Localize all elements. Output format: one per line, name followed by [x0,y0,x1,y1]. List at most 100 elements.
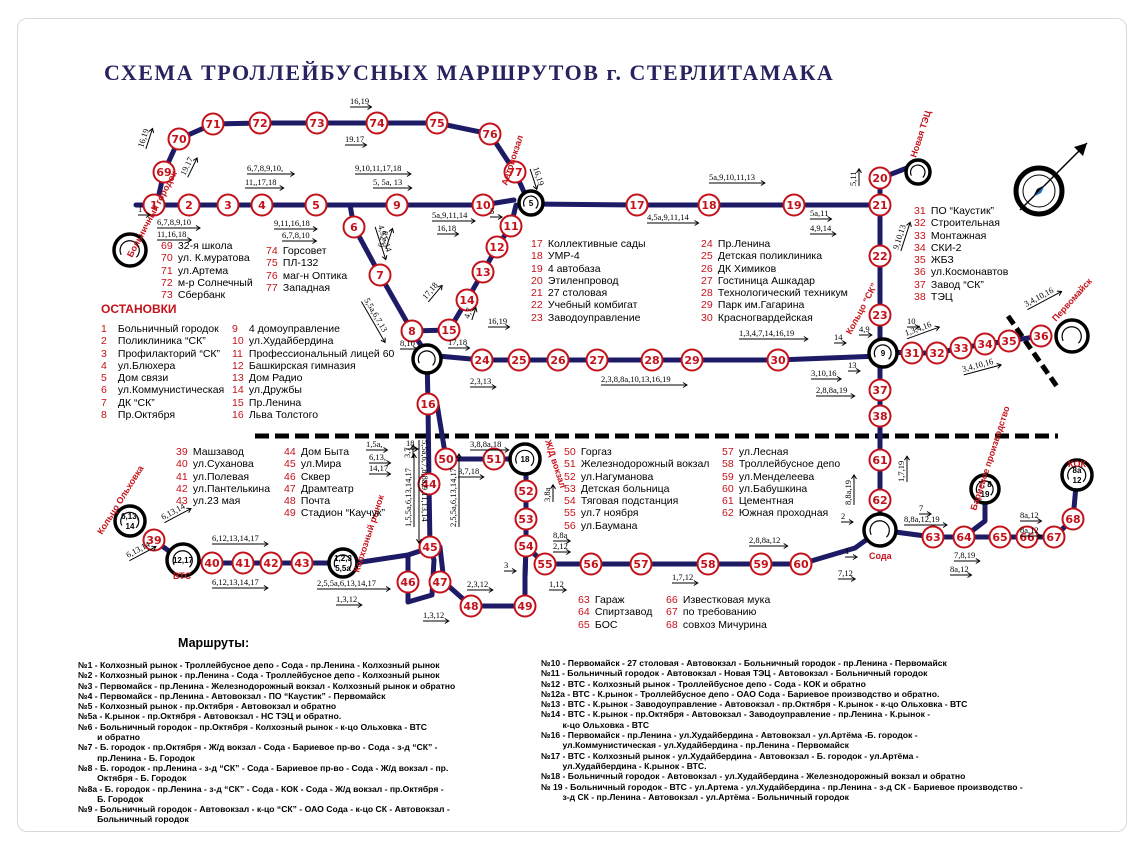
legend-item: 20 Этиленпровод [531,275,646,287]
legend-stop-number: 75 [266,257,278,270]
legend-item: 6 ул.Коммунистическая [101,384,224,396]
route-description: №12а - ВТС - К.рынок - Троллейбусное деп… [541,688,940,699]
stop-number: 24 [474,354,490,367]
stop-number: 40 [204,557,220,570]
stop-72: 72 [248,111,272,135]
terminal-code: 1,2,3 [334,554,352,563]
legend-item: 55 ул.7 ноября [564,507,709,519]
stop-10: 10 [471,193,495,217]
route-label: 6,13, [369,452,392,466]
legend-stop-number: 17 [531,238,543,250]
legend-stop-number: 74 [266,245,278,257]
route-label-text: 16,19 [135,127,150,148]
legend-item: 72 м-р Солнечный [161,277,253,289]
legend-item: 59 ул.Менделеева [722,471,840,483]
stop-number: 20 [872,172,888,185]
stop-50: 50 [434,447,458,471]
stop-23: 23 [868,303,892,327]
route-label: 1,7,12 [672,572,699,586]
legend-stop-number: 33 [914,229,926,242]
route-label: 6,7,8,9,10 [157,217,201,231]
legend-stop-name: 32-я школа [175,240,233,252]
route-label: 4,9,14 [810,223,837,237]
stop-66: 66 [1015,525,1039,549]
legend-item: 75 ПЛ-132 [266,257,347,269]
stop-number: 56 [583,558,599,571]
legend-stop-name: Детская больница [578,482,670,495]
route-label-text: 8а,12 [950,564,969,574]
stop-number: 50 [438,453,454,466]
legend-item: 25 Детская поликлиника [701,250,848,262]
compass-icon [1013,142,1088,217]
stop-number: 35 [1001,335,1016,348]
route-label-text: 6,7,8,10 [282,230,310,240]
route-label: 17,18 [420,280,443,303]
stop-44: 44 [417,472,441,496]
legend-stop-number: 49 [284,507,296,520]
route-label: 8,10 [400,338,419,352]
legend-stop-name: Известковая мука [680,594,771,606]
stop-27: 27 [585,348,609,372]
route-label-text: 17,18 [448,337,467,347]
legend-stop-name: Башкирская гимназия [246,359,356,372]
route-label: 6,12,13,14,17 [212,533,269,547]
route-label-text: 1,7,19 [896,461,906,482]
route-label-text: 14,17 [369,463,388,473]
legend-item: 65 БОС [578,619,652,631]
route-label-text: 3,8а [542,487,552,502]
legend-stop-number: 40 [176,458,188,471]
legend-stop-number: 59 [722,470,734,483]
route-label: 19.17 [178,155,199,178]
legend-stop-number: 43 [176,495,188,508]
legend-item: 5 Дом связи [101,372,224,384]
legend-stop-name: Западная [280,281,331,294]
legend-item: 13 Дом Радио [232,372,394,384]
stop-number: 73 [309,117,324,130]
legend-item: 71 ул.Артема [161,265,253,277]
stop-38: 38 [868,404,892,428]
legend-stop-number: 14 [232,384,244,397]
legend-stop-name: ул.Блюхера [115,359,176,372]
route-description: №11 - Больничный городок - Автовокзал - … [541,668,928,679]
legend-item: 45 ул.Мира [284,458,385,470]
legend-stop-number: 37 [914,278,926,291]
legend-stop-name: Тяговая подстанция [578,495,679,508]
legend-stop-number: 57 [722,446,734,458]
stop-number: 64 [956,531,972,544]
stop-number: 22 [872,250,887,263]
route-label: 1,5,5а,6,13,14,17 [403,452,417,527]
legend-stop-number: 47 [284,482,296,495]
stop-16: 16 [416,392,440,416]
route-label: 1 [138,204,151,218]
route-label: 3,4,10,16 [1022,285,1063,311]
route-label: 7,12 [838,568,857,582]
stop-number: 39 [146,534,161,547]
route-label: 19.17 [345,134,368,148]
stop-5: 5 [304,193,328,217]
legend-stop-name: совхоз Мичурина [680,618,767,631]
route-label-text: 7,8,19 [954,550,975,560]
terminal-name-novaya_tec: Новая ТЭЦ [908,109,933,159]
legend-stop-number: 24 [701,238,713,250]
stop-number: 3 [224,199,232,212]
legend-stop-name: Профилакторий “СК” [115,347,221,360]
legend-stop-number: 63 [578,594,590,606]
stop-39: 39 [142,528,166,552]
legend-stop-name: Пр.Ленина [246,396,302,409]
legend-stop-name: по требованию [680,606,757,619]
route-label-text: 10 [907,316,916,326]
stop-19: 19 [782,193,806,217]
terminal-name-soda: Сода [869,551,893,561]
stop-number: 77 [507,166,522,179]
route-label-text: 6,12,13,14,17 [212,577,259,587]
page-title: СХЕМА ТРОЛЛЕЙБУСНЫХ МАРШРУТОВ г. СТЕРЛИТ… [104,60,835,85]
route-label-text: 5,5а,6,7,8,8а,9,11,13,14 [420,440,430,522]
terminal-avtovokzal: 5 [517,189,545,217]
legend-stop-name: Железнодорожный вокзал [578,458,710,471]
legend-item: 77 Западная [266,282,347,294]
